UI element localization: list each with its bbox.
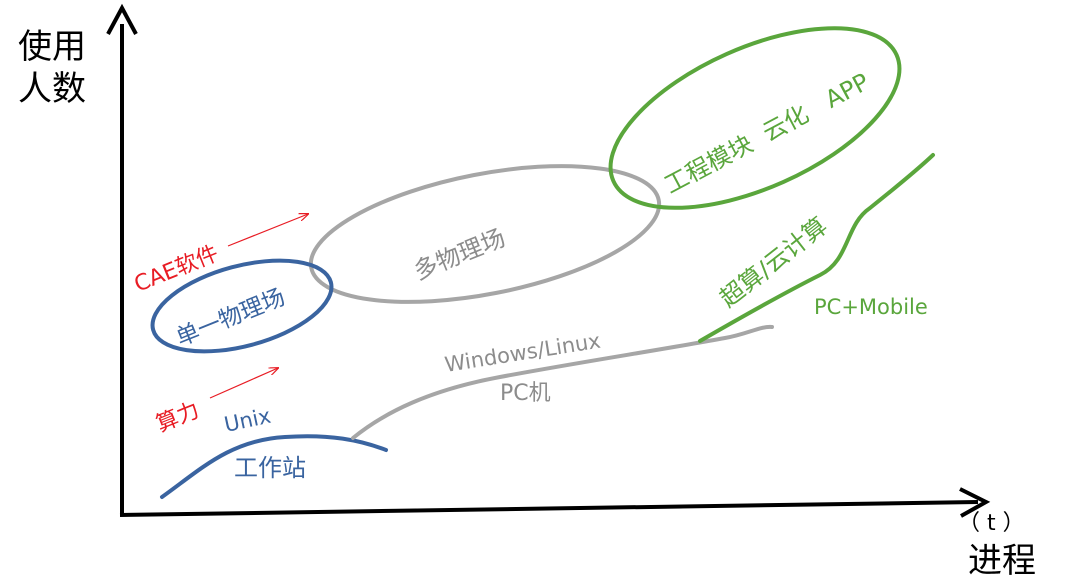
multi-physics-label: 多物理场 [410,224,509,286]
cloud-computing-curve [698,153,935,343]
y-axis-label-line2: 人数 [18,69,86,109]
workstation-curve [160,434,388,499]
unix-label: Unix [222,404,273,437]
multi-physics-stage: 多物理场 [308,164,662,304]
pc-mobile-label: PC+Mobile [814,295,928,319]
cae-software-label: CAE软件 [131,241,222,297]
cae-software-annotation: CAE软件 [131,214,308,298]
windows-linux-label: Windows/Linux [443,329,602,377]
axes [106,3,991,518]
single-physics-label: 单一物理场 [173,284,289,351]
computing-power-label: 算力 [153,398,203,438]
cloud-engineering-ellipse [608,26,902,210]
pc-platform: Windows/Linux PC机 [351,324,774,440]
pc-curve [351,324,774,440]
workstation-label: 工作站 [234,454,306,482]
multi-physics-ellipse [308,164,662,304]
y-axis-label-line1: 使用 [18,27,86,67]
cloud-computing-platform: 超算/云计算 PC+Mobile [698,153,935,343]
x-axis-unit-label: （ t ） [958,511,1025,536]
x-axis-arrowhead [959,487,991,518]
x-axis-line [119,500,979,517]
single-physics-ellipse [150,258,334,354]
cloud-engineering-stage: 工程模块 云化 APP [608,26,902,210]
y-axis-arrowhead [106,3,138,35]
pc-label: PC机 [500,381,551,406]
x-axis-label: 进程 [968,541,1036,581]
computing-power-arrow [209,368,278,399]
cloud-engineering-label: 工程模块 云化 APP [660,68,874,200]
cae-software-arrow [227,214,308,247]
